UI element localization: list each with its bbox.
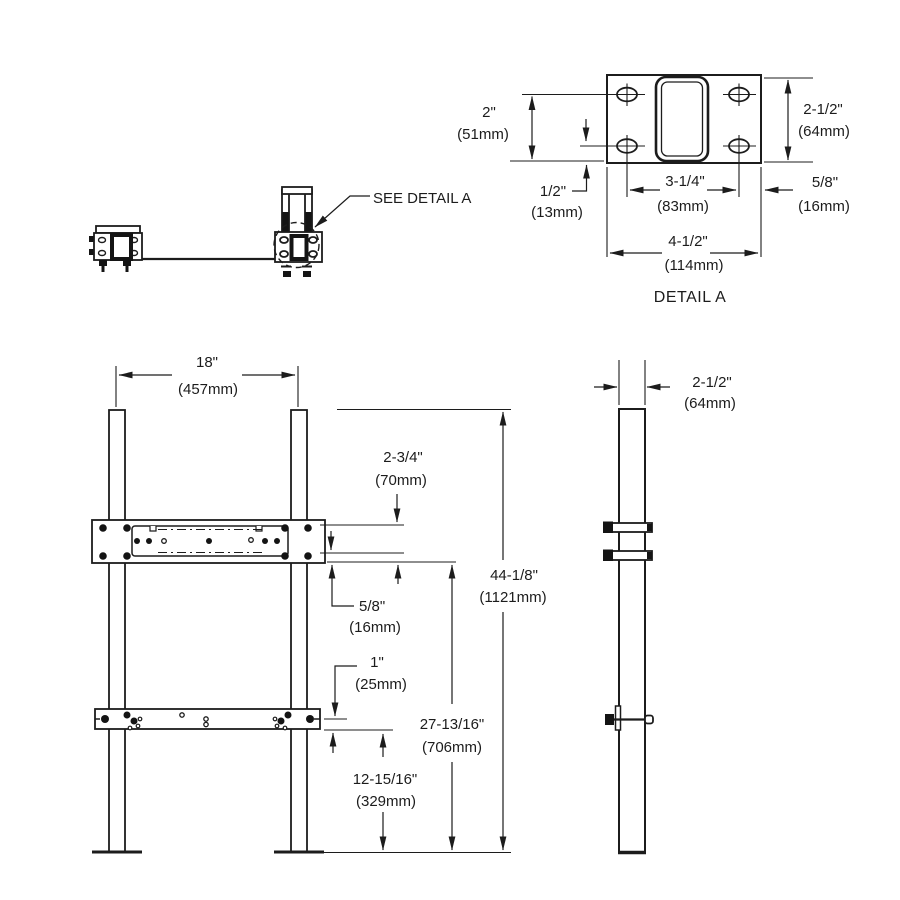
dim-27: 27-13/16"	[420, 716, 485, 733]
detail-callout-circle	[273, 221, 320, 269]
dim-depth-mm: (64mm)	[684, 395, 736, 412]
see-detail-a-callout: SEE DETAIL A	[373, 190, 471, 207]
dim-44-mm: (1121mm)	[479, 589, 546, 606]
dim-half-mm: (13mm)	[531, 204, 583, 221]
dim-5-8-mm: (16mm)	[798, 198, 850, 215]
side-view: 2-1/2" (64mm)	[594, 360, 736, 855]
dim-5-8: 5/8"	[812, 174, 838, 191]
dim-4-5: 4-1/2"	[668, 233, 708, 250]
post-tube-section	[289, 234, 309, 261]
callout-leader-arrow	[314, 195, 370, 228]
dim-3-25: 3-1/4"	[665, 173, 705, 190]
upper-mounting-plate	[91, 519, 326, 564]
lower-mounting-plate	[94, 708, 321, 731]
top-view: SEE DETAIL A	[89, 186, 471, 277]
dim-5-8-front-mm: (16mm)	[349, 619, 401, 636]
dim-2in: 2"	[482, 104, 496, 121]
lower-bolt	[605, 705, 654, 731]
dim-2-75: 2-3/4"	[383, 449, 423, 466]
right-post	[290, 409, 308, 853]
dim-half: 1/2"	[540, 183, 566, 200]
left-clamp-assembly	[89, 225, 143, 272]
post-tube-inner	[660, 81, 704, 157]
upper-clamp-bands	[603, 521, 653, 561]
dim-18: 18"	[196, 354, 218, 371]
dim-44: 44-1/8"	[490, 567, 538, 584]
dim-arrow-1in	[331, 665, 357, 717]
dim-2in-mm: (51mm)	[457, 126, 509, 143]
dim-2-5in-mm: (64mm)	[798, 123, 850, 140]
dim-1in-mm: (25mm)	[355, 676, 407, 693]
detail-a-view: 2" (51mm) 1/2" (13mm) 2-1/2" (64mm) 3-1/…	[457, 74, 850, 306]
detail-a-title: DETAIL A	[654, 289, 726, 306]
dim-arrow-half-up	[572, 164, 590, 192]
dim-5-8-front: 5/8"	[359, 598, 385, 615]
dim-18-mm: (457mm)	[178, 381, 238, 398]
dim-12-mm: (329mm)	[356, 793, 416, 810]
post-tube-outer	[654, 75, 710, 163]
dim-arrow-5-8-up	[328, 564, 354, 607]
dim-3-25-mm: (83mm)	[657, 198, 709, 215]
post-tube-section	[110, 233, 133, 261]
dim-2-75-mm: (70mm)	[375, 472, 427, 489]
dim-1in: 1"	[370, 654, 384, 671]
post-side	[618, 408, 646, 853]
u-bolt-top	[281, 186, 313, 195]
left-post	[108, 409, 126, 853]
dim-depth: 2-1/2"	[692, 374, 732, 391]
dim-4-5-mm: (114mm)	[665, 257, 724, 274]
right-clamp-assembly	[274, 186, 323, 277]
dim-27-mm: (706mm)	[422, 739, 482, 756]
dim-2-5in: 2-1/2"	[803, 101, 843, 118]
dim-12: 12-15/16"	[353, 771, 418, 788]
front-view: 18" (457mm) 2-3/4" (70mm) 5/8" (16mm) 1"…	[91, 354, 547, 854]
bolt-slots	[522, 83, 756, 197]
